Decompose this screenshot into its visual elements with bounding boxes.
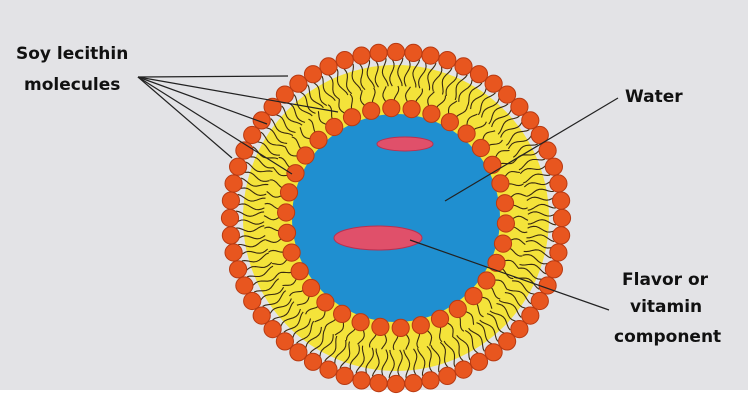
- flavor-component-large: [334, 226, 422, 250]
- outer-lipid-head: [485, 344, 502, 361]
- inner-lipid-head: [283, 244, 300, 261]
- inner-lipid-head: [431, 310, 448, 327]
- outer-lipid-head: [553, 192, 570, 209]
- outer-lipid-head: [550, 175, 567, 192]
- inner-lipid-head: [326, 118, 343, 135]
- inner-lipid-head: [363, 102, 380, 119]
- outer-lipid-head: [545, 158, 562, 175]
- inner-lipid-head: [278, 204, 295, 221]
- inner-lipid-head: [478, 272, 495, 289]
- lecithin-leader-line: [138, 77, 232, 158]
- outer-lipid-head: [236, 277, 253, 294]
- inner-lipid-head: [372, 318, 389, 335]
- outer-lipid-head: [222, 192, 239, 209]
- inner-lipid-head: [496, 195, 513, 212]
- outer-lipid-head: [387, 375, 404, 392]
- inner-lipid-head: [343, 109, 360, 126]
- outer-lipid-head: [470, 66, 487, 83]
- outer-lipid-head: [230, 261, 247, 278]
- flavor-label-line1: Flavor or: [622, 270, 708, 291]
- inner-lipid-head: [297, 147, 314, 164]
- inner-lipid-head: [403, 101, 420, 118]
- outer-lipid-head: [336, 52, 353, 69]
- lecithin-leader-line: [138, 76, 288, 77]
- outer-lipid-head: [244, 292, 261, 309]
- flavor-label-line3: component: [614, 327, 721, 348]
- inner-lipid-head: [494, 235, 511, 252]
- outer-lipid-head: [439, 367, 456, 384]
- outer-lipid-head: [225, 175, 242, 192]
- inner-lipid-head: [412, 317, 429, 334]
- inner-lipid-head: [458, 125, 475, 142]
- inner-lipid-head: [492, 175, 509, 192]
- outer-lipid-head: [244, 126, 261, 143]
- lecithin-label-line1: Soy lecithin: [16, 44, 128, 65]
- inner-lipid-head: [334, 305, 351, 322]
- outer-lipid-head: [405, 44, 422, 61]
- inner-lipid-head: [278, 224, 295, 241]
- outer-lipid-head: [455, 361, 472, 378]
- inner-lipid-head: [472, 139, 489, 156]
- inner-lipid-head: [465, 288, 482, 305]
- inner-lipid-head: [303, 279, 320, 296]
- outer-lipid-head: [545, 261, 562, 278]
- outer-lipid-head: [304, 66, 321, 83]
- inner-lipid-head: [484, 156, 501, 173]
- inner-lipid-head: [497, 215, 514, 232]
- outer-lipid-head: [336, 367, 353, 384]
- outer-lipid-head: [253, 307, 270, 324]
- outer-lipid-head: [304, 353, 321, 370]
- outer-lipid-head: [221, 209, 238, 226]
- inner-lipid-head: [310, 131, 327, 148]
- outer-lipid-head: [439, 52, 456, 69]
- outer-lipid-head: [550, 244, 567, 261]
- outer-lipid-head: [531, 292, 548, 309]
- outer-lipid-head: [422, 372, 439, 389]
- outer-lipid-head: [290, 75, 307, 92]
- outer-lipid-head: [539, 142, 556, 159]
- outer-lipid-head: [553, 209, 570, 226]
- outer-lipid-head: [320, 58, 337, 75]
- outer-lipid-head: [522, 112, 539, 129]
- outer-lipid-head: [553, 227, 570, 244]
- outer-lipid-head: [230, 158, 247, 175]
- flavor-label-line2: vitamin: [630, 297, 702, 318]
- inner-lipid-head: [383, 100, 400, 117]
- inner-lipid-head: [291, 263, 308, 280]
- outer-lipid-head: [539, 277, 556, 294]
- outer-lipid-head: [422, 47, 439, 64]
- water-label: Water: [625, 87, 683, 108]
- inner-lipid-head: [317, 294, 334, 311]
- outer-lipid-head: [405, 375, 422, 392]
- outer-lipid-head: [470, 353, 487, 370]
- inner-lipid-head: [352, 314, 369, 331]
- outer-lipid-head: [387, 43, 404, 60]
- inner-lipid-head: [280, 184, 297, 201]
- outer-lipid-head: [370, 44, 387, 61]
- outer-lipid-head: [353, 372, 370, 389]
- inner-lipid-head: [441, 114, 458, 131]
- lecithin-label-line2: molecules: [24, 75, 120, 96]
- outer-lipid-head: [225, 244, 242, 261]
- outer-lipid-head: [320, 361, 337, 378]
- flavor-component-small: [377, 137, 433, 151]
- outer-lipid-head: [455, 58, 472, 75]
- inner-lipid-head: [423, 105, 440, 122]
- outer-lipid-head: [353, 47, 370, 64]
- inner-lipid-head: [449, 300, 466, 317]
- outer-lipid-head: [222, 227, 239, 244]
- inner-lipid-head: [287, 165, 304, 182]
- outer-lipid-head: [370, 375, 387, 392]
- inner-lipid-head: [392, 319, 409, 336]
